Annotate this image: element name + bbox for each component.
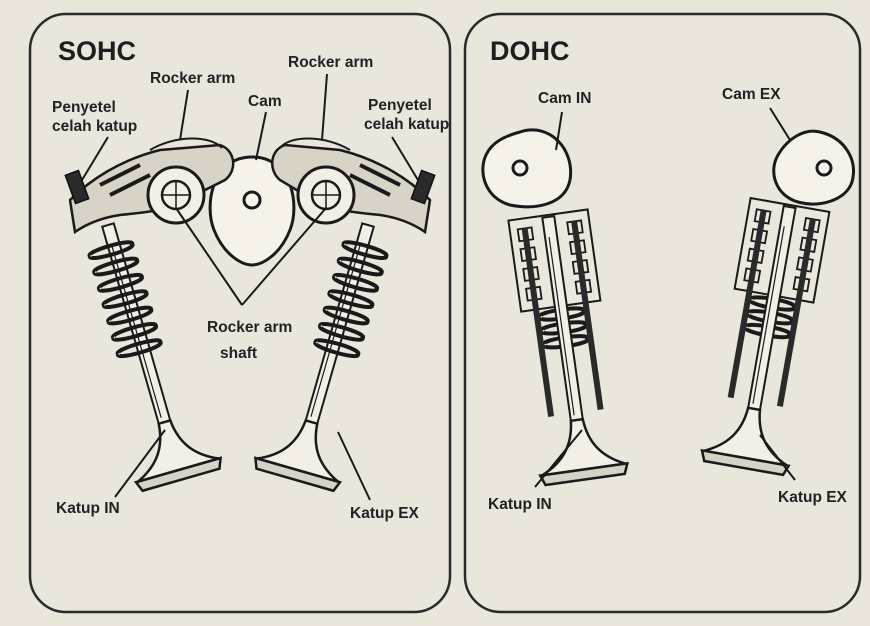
label-cam-in: Cam IN	[538, 90, 591, 107]
label-cam: Cam	[248, 93, 282, 110]
sohc-rocker-arm-left	[65, 138, 233, 232]
sohc-valve-ex	[253, 213, 411, 492]
label-dohc-katup-ex: Katup EX	[778, 489, 848, 506]
dohc-valve-ex	[700, 197, 833, 475]
sohc-panel: SOHC	[30, 14, 450, 612]
dohc-frame	[465, 14, 860, 612]
label-adjuster-right-line2: celah katup	[364, 116, 449, 133]
dohc-panel: DOHC	[465, 14, 860, 612]
dohc-title: DOHC	[490, 36, 570, 66]
label-rocker-arm-left: Rocker arm	[150, 70, 235, 87]
sohc-valve-in	[66, 213, 224, 492]
sohc-rocker-arm-right	[272, 138, 435, 232]
label-dohc-katup-in: Katup IN	[488, 496, 552, 513]
label-rocker-shaft-line2: shaft	[220, 345, 257, 362]
dohc-valve-in	[504, 209, 628, 486]
label-rocker-shaft-line1: Rocker arm	[207, 319, 292, 336]
label-adjuster-right-line1: Penyetel	[368, 97, 432, 114]
label-adjuster-left-line2: celah katup	[52, 118, 137, 135]
label-rocker-arm-right: Rocker arm	[288, 54, 373, 71]
dohc-cam-ex	[774, 131, 854, 204]
label-adjuster-left-line1: Penyetel	[52, 99, 116, 116]
label-katup-ex: Katup EX	[350, 505, 420, 522]
label-cam-ex: Cam EX	[722, 86, 781, 103]
label-katup-in: Katup IN	[56, 500, 120, 517]
sohc-title: SOHC	[58, 36, 136, 66]
